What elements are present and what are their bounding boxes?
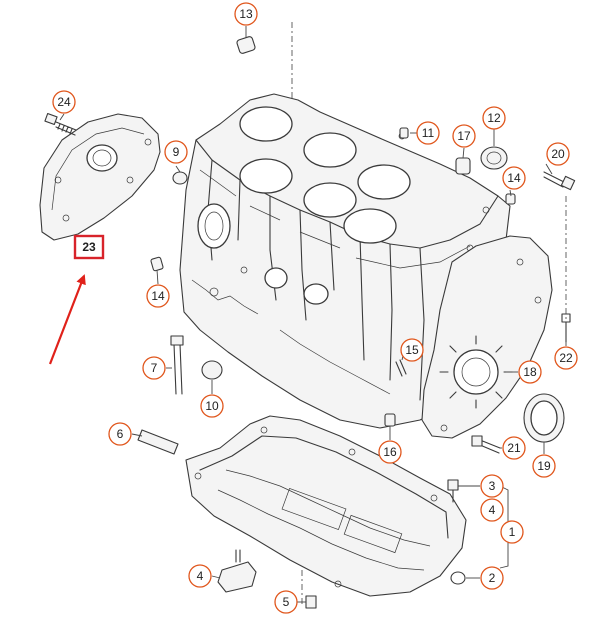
small-parts [137, 36, 576, 609]
callout-circle [416, 121, 440, 145]
rear-sealing-flange [39, 113, 161, 241]
callout-circle [480, 498, 504, 522]
callout-17[interactable]: 17 [452, 124, 476, 148]
callout-circle [142, 356, 166, 380]
pointer-arrow [48, 274, 86, 365]
callout-14[interactable]: 14 [146, 284, 170, 308]
callout-label: 7 [151, 361, 158, 375]
callout-circle [482, 106, 506, 130]
callout-19[interactable]: 19 [532, 454, 556, 478]
callout-7[interactable]: 7 [142, 356, 166, 380]
callout-circle [146, 284, 170, 308]
callout-label: 21 [507, 441, 521, 455]
callout-label: 17 [457, 129, 471, 143]
callout-circle [52, 90, 76, 114]
callout-circle [480, 474, 504, 498]
highlighted-callout-23[interactable]: 23 [73, 234, 105, 260]
callout-21[interactable]: 21 [502, 436, 526, 460]
callout-circle [234, 2, 258, 26]
callout-label: 2 [489, 571, 496, 585]
callout-circle [480, 566, 504, 590]
callout-label: 13 [239, 7, 253, 21]
callout-circle [108, 422, 132, 446]
callout-circle [164, 140, 188, 164]
callout-circle [502, 166, 526, 190]
callout-circle [200, 394, 224, 418]
oil-pan [185, 415, 467, 597]
callout-12[interactable]: 12 [482, 106, 506, 130]
callout-label: 6 [117, 427, 124, 441]
callout-circle [378, 440, 402, 464]
callout-22[interactable]: 22 [554, 346, 578, 370]
callout-14[interactable]: 14 [502, 166, 526, 190]
callout-label: 3 [489, 479, 496, 493]
callout-11[interactable]: 11 [416, 121, 440, 145]
callout-circle [274, 590, 298, 614]
timing-chain-cover [421, 235, 553, 439]
callout-label: 5 [283, 595, 290, 609]
highlight-box [73, 234, 105, 260]
callout-label: 16 [383, 445, 397, 459]
callout-label: 22 [559, 351, 573, 365]
callout-circle [546, 142, 570, 166]
callout-4[interactable]: 4 [480, 498, 504, 522]
callout-circle [554, 346, 578, 370]
callout-label: 14 [507, 171, 521, 185]
callout-6[interactable]: 6 [108, 422, 132, 446]
callout-13[interactable]: 13 [234, 2, 258, 26]
callout-4[interactable]: 4 [188, 564, 212, 588]
callout-16[interactable]: 16 [378, 440, 402, 464]
callout-label: 11 [422, 126, 435, 140]
callout-15[interactable]: 15 [400, 338, 424, 362]
callout-label: 4 [489, 503, 496, 517]
callout-circle [452, 124, 476, 148]
callout-label: 1 [509, 525, 516, 539]
callout-18[interactable]: 18 [518, 360, 542, 384]
callout-1[interactable]: 1 [500, 520, 524, 544]
callout-label: 18 [523, 365, 537, 379]
callout-label: 14 [151, 289, 165, 303]
callout-circle [400, 338, 424, 362]
callout-circle [502, 436, 526, 460]
callout-label: 15 [405, 343, 419, 357]
callout-label: 19 [537, 459, 551, 473]
callout-circle [188, 564, 212, 588]
callout-5[interactable]: 5 [274, 590, 298, 614]
callout-label: 24 [57, 95, 71, 109]
callout-label: 12 [487, 111, 501, 125]
flange-bolt [44, 112, 77, 136]
callout-3[interactable]: 3 [480, 474, 504, 498]
callout-label: 20 [551, 147, 565, 161]
callout-20[interactable]: 20 [546, 142, 570, 166]
callout-9[interactable]: 9 [164, 140, 188, 164]
highlighted-callout-label: 23 [82, 240, 96, 254]
callout-circle [532, 454, 556, 478]
callout-24[interactable]: 24 [52, 90, 76, 114]
callout-10[interactable]: 10 [200, 394, 224, 418]
callout-label: 4 [197, 569, 204, 583]
callout-circle [518, 360, 542, 384]
callout-circle [500, 520, 524, 544]
callout-label: 9 [173, 145, 180, 159]
callout-2[interactable]: 2 [480, 566, 504, 590]
callout-label: 10 [205, 399, 219, 413]
